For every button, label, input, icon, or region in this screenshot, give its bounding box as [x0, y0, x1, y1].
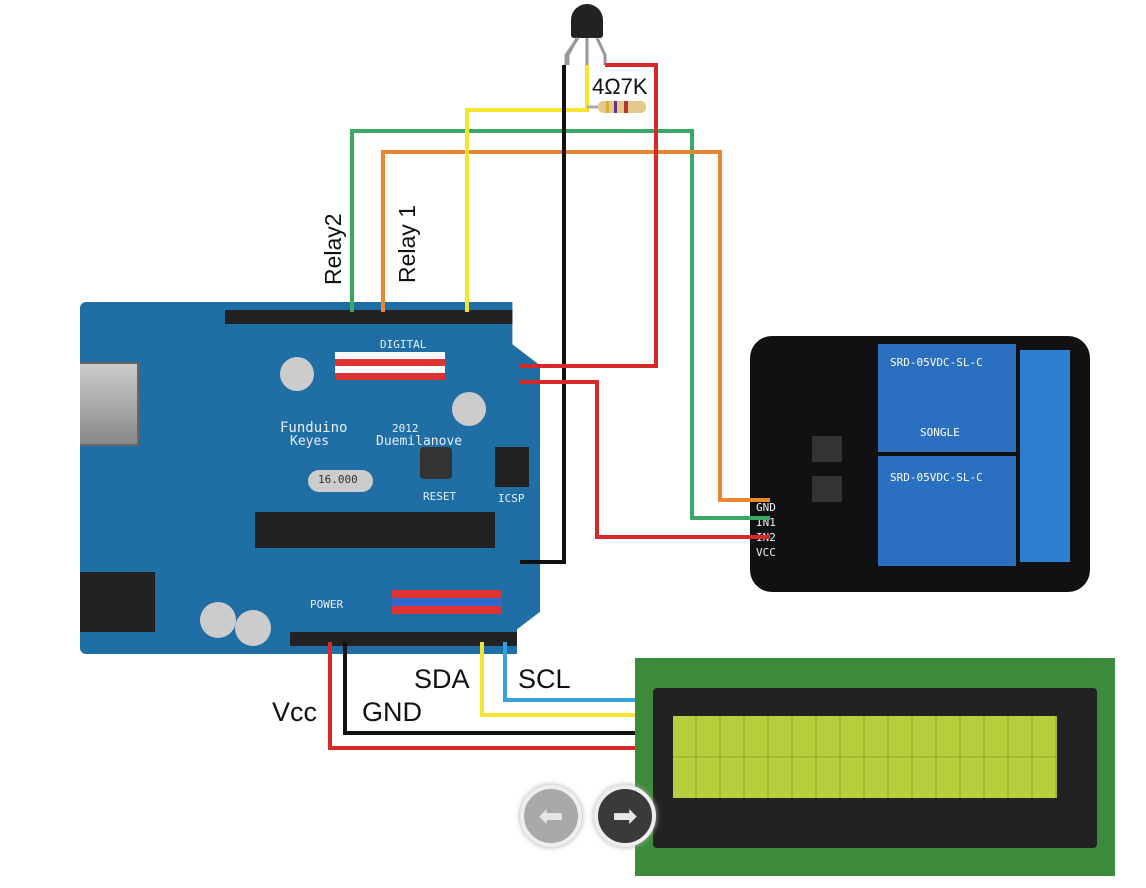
sensor-leg-right	[595, 37, 607, 65]
relay-text: SRD-05VDC-SL-C	[890, 471, 983, 484]
lcd-module	[635, 658, 1115, 876]
capacitor	[235, 610, 271, 646]
power-header	[290, 632, 520, 646]
year-label: 2012	[392, 422, 419, 435]
relay-brand: SONGLE	[920, 426, 960, 439]
wire-sensor-yellow	[465, 65, 589, 312]
wire-sensor-red	[520, 63, 658, 368]
usb-connector	[80, 362, 139, 446]
optocoupler	[812, 476, 842, 502]
icsp-label: ICSP	[498, 492, 525, 505]
capacitor	[452, 392, 486, 426]
relay-2	[878, 456, 1016, 566]
pin-strip	[335, 352, 445, 380]
resistor-label: 4Ω7K	[592, 74, 648, 99]
power-label: POWER	[310, 598, 344, 611]
digital-header	[225, 310, 515, 324]
relay-module: SRD-05VDC-SL-C SRD-05VDC-SL-C SONGLE GND…	[750, 336, 1090, 592]
power-jack	[80, 572, 155, 632]
next-button[interactable]: ➡	[594, 785, 656, 847]
brand-label: Funduino	[280, 420, 348, 436]
maker-label: Keyes	[290, 434, 330, 449]
sda-label: SDA	[414, 664, 470, 694]
wire-lcd-gnd-black	[343, 642, 635, 735]
pin-vcc: VCC	[756, 546, 776, 559]
pin-strip	[392, 590, 502, 614]
wire-sensor-black	[520, 65, 566, 564]
prev-button[interactable]: ⬅	[520, 785, 582, 847]
optocoupler	[812, 436, 842, 462]
icsp-header	[495, 447, 529, 487]
temperature-sensor	[571, 4, 603, 38]
vcc-label: Vcc	[272, 697, 318, 727]
relay-text: SRD-05VDC-SL-C	[890, 356, 983, 369]
digital-label: DIGITAL	[380, 338, 427, 351]
wire-relay1-orange	[381, 150, 770, 502]
gnd-label: GND	[362, 697, 422, 727]
wire-relay2-green	[350, 129, 770, 520]
arrow-right-icon: ➡	[612, 798, 638, 834]
atmega-chip	[255, 512, 495, 548]
capacitor	[280, 357, 314, 391]
wire-lcd-sda-yellow	[480, 642, 635, 717]
scl-label: SCL	[518, 664, 571, 694]
arduino-board: DIGITAL Funduino Keyes 2012 Duemilanove …	[80, 302, 540, 654]
crystal	[308, 470, 373, 492]
capacitor	[200, 602, 236, 638]
resistor	[598, 101, 646, 113]
wire-lcd-vcc-red	[328, 642, 635, 750]
pin-gnd: GND	[756, 501, 776, 514]
arrow-left-icon: ⬅	[538, 798, 564, 834]
lcd-screen	[673, 716, 1057, 798]
terminal-block	[1020, 350, 1070, 562]
wire-relay-vcc-red	[520, 380, 770, 539]
reset-label: RESET	[423, 490, 457, 503]
crystal-label: 16.000	[318, 473, 358, 486]
model-label: Duemilanove	[376, 434, 463, 449]
reset-button	[420, 447, 452, 479]
relay2-label: Relay2	[320, 213, 346, 285]
sensor-leg-left	[564, 37, 580, 65]
wire-lcd-scl-blue	[503, 642, 635, 702]
relay1-label: Relay 1	[394, 205, 420, 283]
relay-1	[878, 344, 1016, 452]
